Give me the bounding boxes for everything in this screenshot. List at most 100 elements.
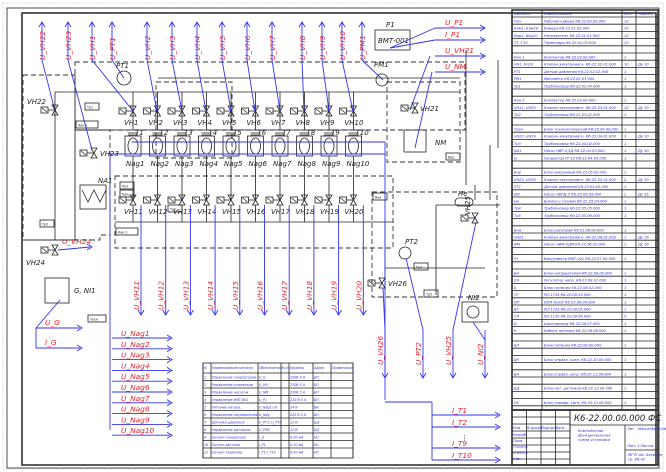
valve-vh25: [460, 212, 479, 224]
bom-cell: Камера К6-22.01.00.000: [544, 27, 590, 31]
bom-cell: Тр4: [514, 207, 521, 211]
valve-body-icon: [411, 102, 419, 109]
table-cell: 220В 5 А: [290, 376, 306, 380]
valve-vh16: [241, 194, 260, 206]
valve-label-vh7: VH7: [271, 119, 286, 127]
table-cell: БД: [314, 428, 319, 432]
signal-label-u_vh18: U_VH18: [305, 281, 314, 310]
bom-cell: 1: [624, 228, 626, 232]
heater-coil-icon: [201, 137, 212, 155]
table-cell: U_P1: [259, 398, 267, 402]
bom-cell: 10: [624, 106, 629, 110]
bom-cell: Печ: [514, 20, 521, 24]
signal-lead-u_vh23: [67, 22, 93, 151]
signal-lead-u_vh22: [41, 22, 56, 112]
heater-coil-icon: [348, 137, 359, 155]
stamp-row-label: Пров.: [513, 439, 523, 443]
valve-body-icon: [202, 199, 211, 206]
heater-label-nag9: Nag9: [322, 160, 341, 168]
bom-cell: Ду 25: [637, 192, 649, 196]
thermocouple-label-t3: T3: [184, 129, 193, 137]
signal-arrow-vh24: [86, 243, 93, 251]
bom-cell: P1: [514, 257, 518, 261]
valve-label-vh5: VH5: [222, 119, 237, 127]
stamp-row-label: Т.контр.: [513, 445, 529, 449]
signal-label-u_vh25: U_VH25: [444, 336, 453, 365]
bom-cell: БК: [514, 358, 519, 362]
ni2-label: NI2: [468, 294, 480, 302]
chamber-body: [222, 135, 240, 157]
stamp-org: МГТУ им. Баумана: [628, 453, 662, 457]
chamber-nag7: [271, 135, 289, 157]
table-cell: U_PT1, U_PT2: [259, 421, 281, 425]
bom-cell: Клапан электромагн. К6-22.04.01.000: [544, 135, 617, 139]
bom-cell: Насос НВР-4,5Д К6-22.04.03.000: [544, 149, 605, 153]
tag-tr5-box: [423, 289, 439, 298]
drawing-code: К6-22.00.00.000 ФС: [574, 414, 661, 424]
signal-arrow-u_vh12: [162, 309, 170, 316]
valve-label-vh1: VH1: [124, 119, 139, 127]
pt1-label: PT1: [116, 62, 129, 70]
signal-arrow-u_nag10: [166, 431, 173, 439]
bom-cell: NI2: [514, 192, 521, 196]
signal-arrow-u_nag2: [166, 345, 173, 353]
tag-kan2: Кан 2: [118, 230, 127, 234]
signal-arrow-u_nag9: [166, 421, 173, 428]
thermocouple-label-t5: T5: [233, 129, 242, 137]
stamp-sheet: Лист 1: [626, 444, 640, 448]
valve-label-vh23: VH23: [100, 150, 119, 158]
table-cell: 2: [204, 383, 206, 387]
chamber-body: [320, 135, 338, 157]
signal-arrow-u_nag3: [166, 356, 173, 363]
chamber-nag3: [173, 135, 191, 157]
table-cell: 3: [204, 391, 206, 395]
table-cell: НС: [314, 436, 319, 440]
bom-cell: Баллон с гелием К6-22.05.04.000: [544, 200, 608, 204]
valve-label-vh11: VH11: [124, 208, 143, 216]
bom-cell: 1: [624, 84, 626, 88]
bom-cell: T1..T10: [514, 41, 528, 45]
solenoid-icon: [80, 150, 87, 156]
thermocouple-label-t7: T7: [282, 129, 291, 137]
bom-header-2: Кол.: [624, 12, 632, 16]
valve-vh5: [216, 105, 235, 117]
signal-label-u_nag4: U_Nag4: [121, 361, 150, 370]
table-cell: Управление генератором: [212, 376, 257, 380]
table-cell: БН: [314, 413, 319, 417]
solenoid-icon: [119, 108, 126, 114]
valve-label-vh24: VH24: [26, 259, 45, 267]
table-cell: БП: [314, 391, 319, 395]
valve-vh22: [40, 104, 59, 116]
signal-line-vh24: [57, 246, 91, 251]
signal-label-u_vh17: U_VH17: [280, 281, 289, 310]
bom-cell: Трубопровод К6-22.02.04.000: [544, 84, 601, 88]
table-cell: БК: [314, 406, 319, 410]
heater-label-nag6: Nag6: [249, 160, 268, 168]
bom-cell: 1: [624, 70, 626, 74]
valve-label-vh22: VH22: [27, 98, 47, 106]
valve-body-icon: [90, 152, 98, 159]
solenoid-icon: [242, 197, 248, 203]
drawing-title-line: функциональная: [578, 434, 611, 438]
valve-body-icon: [300, 194, 309, 201]
valve-body-icon: [471, 212, 479, 219]
lead-nm: [414, 71, 433, 149]
stamp-sheets: Листов 1: [639, 444, 657, 448]
tag-bnr: Внр: [448, 155, 454, 159]
heater-label-nag7: Nag7: [273, 160, 292, 168]
bom-cell: 1: [624, 293, 626, 297]
table-cell: I_P1: [259, 443, 266, 447]
chamber-nag5: [222, 135, 240, 157]
valve-body-icon: [129, 110, 137, 117]
signal-arrow-u_nag5: [166, 377, 173, 385]
table-cell: БП: [314, 398, 319, 402]
signal-label-u_pt2: U_PT2: [414, 342, 423, 365]
bom-cell: Ду 16: [637, 243, 649, 247]
bom-cell: 1: [624, 236, 626, 240]
pressure-sensor-pt1-icon: [116, 70, 132, 86]
solenoid-icon: [368, 280, 375, 286]
bom-cell: Трубопровод К6-22.05.06.000: [544, 214, 601, 218]
bom-cell: 1: [624, 272, 626, 276]
signal-arrow-u_vh20: [359, 309, 367, 316]
stamp-col-label: Подпись: [541, 426, 557, 430]
